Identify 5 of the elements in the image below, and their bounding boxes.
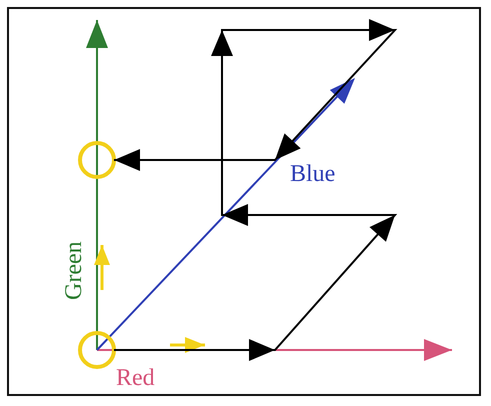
circle-marker xyxy=(78,141,116,179)
circle-marker xyxy=(78,331,116,369)
axis-label: Green xyxy=(62,241,86,300)
axis-label: Red xyxy=(116,366,155,390)
axis-label: Blue xyxy=(290,162,336,186)
